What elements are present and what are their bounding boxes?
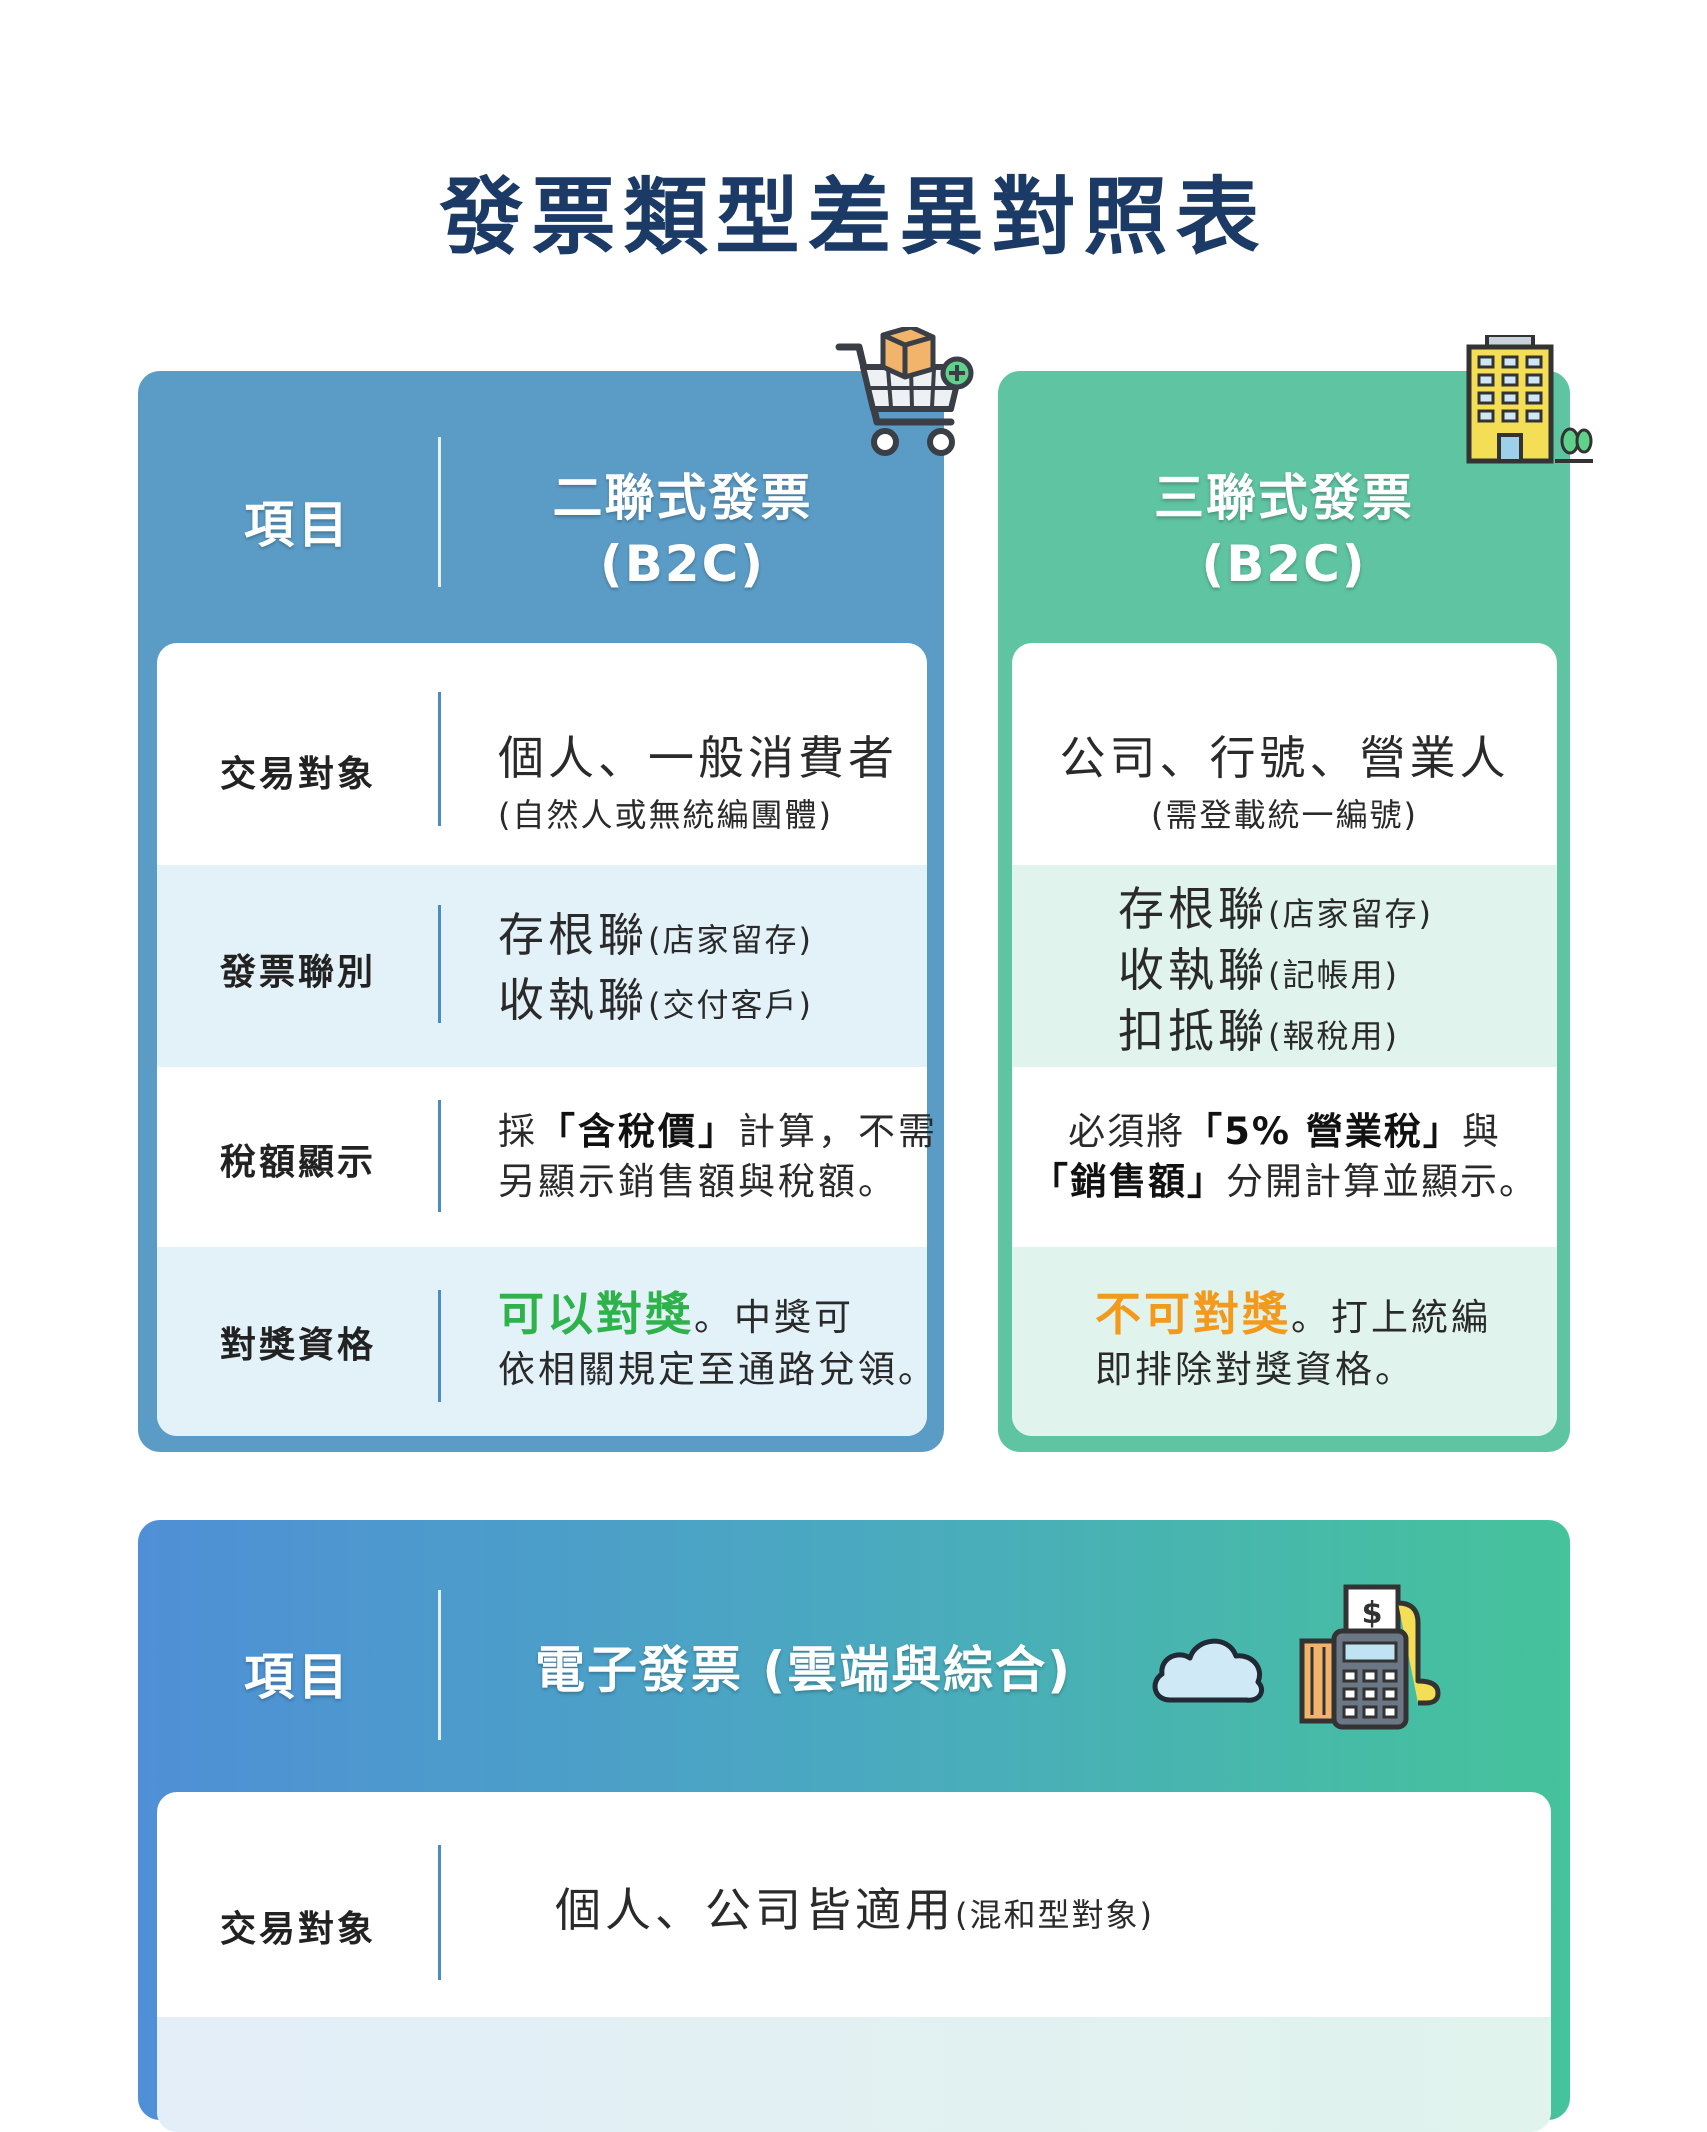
b2b-lottery-after: 。打上統編 <box>1291 1296 1491 1339</box>
pos-terminal-icon: $ <box>1299 1584 1441 1730</box>
b2c-divider-1 <box>438 692 441 826</box>
b2c-title-line1: 二聯式發票 <box>552 469 813 527</box>
b2c-target-sub: (自然人或無統編團體) <box>498 796 833 834</box>
b2b-tax-l1a: 必須將 <box>1068 1110 1186 1153</box>
b2b-copy3-note: (報稅用) <box>1268 1017 1399 1055</box>
b2c-label-copies: 發票聯別 <box>220 952 377 993</box>
b2c-copy1-note: (店家留存) <box>648 921 813 959</box>
b2b-copy1-main: 存根聯 <box>1118 882 1268 936</box>
b2c-row-lottery <box>157 1247 927 1436</box>
b2c-copies-cell: 存根聯(店家留存) 收執聯(交付客戶) <box>498 908 813 1038</box>
einvoice-row-next <box>157 2017 1551 2132</box>
b2c-target-main: 個人、一般消費者 <box>498 731 898 785</box>
b2b-title-line2: (B2C) <box>1201 535 1367 593</box>
b2c-tax-cell: 採「含稅價」計算，不需 另顯示銷售額與稅額。 <box>498 1107 938 1207</box>
b2b-tax-l1c: 與 <box>1461 1110 1501 1153</box>
b2c-divider-2 <box>438 905 441 1023</box>
b2b-copy1-note: (店家留存) <box>1268 895 1433 933</box>
b2c-title-line2: (B2C) <box>599 535 766 593</box>
b2c-row-copies <box>157 865 927 1067</box>
b2b-target-cell: 公司、行號、營業人 (需登載統一編號) <box>1012 722 1557 836</box>
b2c-label-tax: 稅額顯示 <box>220 1142 377 1183</box>
cloud-icon <box>1152 1638 1264 1703</box>
b2c-header-divider <box>438 437 441 587</box>
b2c-divider-4 <box>438 1290 441 1402</box>
einvoice-target-main: 個人、公司皆適用 <box>555 1883 955 1937</box>
b2c-panel <box>157 643 927 1436</box>
b2b-row-copies <box>1012 865 1557 1067</box>
b2c-lottery-highlight: 可以對獎 <box>498 1287 694 1341</box>
b2c-target-cell: 個人、一般消費者 (自然人或無統編團體) <box>498 722 898 836</box>
b2b-copy2-note: (記帳用) <box>1268 956 1399 994</box>
b2b-tax-l1b: 「5% 營業稅」 <box>1185 1110 1462 1153</box>
b2c-lottery-line2: 依相關規定至通路兌領。 <box>498 1348 938 1391</box>
einvoice-target-note: (混和型對象) <box>955 1896 1154 1934</box>
b2b-tax-l2a: 「銷售額」 <box>1031 1160 1226 1203</box>
b2c-header-title: 二聯式發票 (B2C) <box>440 465 925 597</box>
b2c-copy1-main: 存根聯 <box>498 908 648 962</box>
b2b-copies-cell: 存根聯(店家留存) 收執聯(記帳用) 扣抵聯(報稅用) <box>1118 884 1433 1067</box>
b2b-panel <box>1012 643 1557 1436</box>
b2b-row-lottery <box>1012 1247 1557 1436</box>
shopping-cart-icon <box>835 327 974 456</box>
einvoice-label-target: 交易對象 <box>220 1909 377 1950</box>
b2c-tax-line2: 另顯示銷售額與稅額。 <box>498 1160 898 1203</box>
b2c-lottery-cell: 可以對獎。中獎可 依相關規定至通路兌領。 <box>498 1288 938 1396</box>
einvoice-header-item: 項目 <box>244 1648 352 1706</box>
svg-text:$: $ <box>1362 1596 1383 1631</box>
einvoice-header-divider <box>438 1590 441 1740</box>
b2c-tax-l1b: 「含稅價」 <box>538 1110 738 1153</box>
b2b-target-main: 公司、行號、營業人 <box>1059 731 1510 785</box>
b2b-lottery-cell: 不可對獎。打上統編 即排除對獎資格。 <box>1095 1288 1491 1396</box>
b2c-copy2-note: (交付客戶) <box>648 986 813 1024</box>
building-icon <box>1466 335 1593 464</box>
b2c-tax-l1c: 計算，不需 <box>738 1110 938 1153</box>
einvoice-header-title: 電子發票 (雲端與綜合) <box>535 1641 1073 1699</box>
b2b-target-sub: (需登載統一編號) <box>1151 796 1418 834</box>
b2b-copy3-main: 扣抵聯 <box>1118 1004 1268 1058</box>
b2c-copy2-main: 收執聯 <box>498 973 648 1027</box>
b2b-copy2-main: 收執聯 <box>1118 943 1268 997</box>
b2b-tax-l2b: 分開計算並顯示。 <box>1226 1160 1538 1203</box>
b2b-header-title: 三聯式發票 (B2C) <box>998 465 1570 597</box>
b2c-tax-l1a: 採 <box>498 1110 538 1153</box>
b2b-tax-cell: 必須將「5% 營業稅」與 「銷售額」分開計算並顯示。 <box>1012 1107 1557 1207</box>
b2c-label-target: 交易對象 <box>220 754 377 795</box>
b2c-lottery-after: 。中獎可 <box>694 1296 854 1339</box>
einvoice-target-cell: 個人、公司皆適用(混和型對象) <box>555 1874 1154 1940</box>
einvoice-divider-1 <box>438 1845 441 1980</box>
b2c-header-item: 項目 <box>244 496 352 554</box>
b2c-label-lottery: 對獎資格 <box>220 1325 377 1366</box>
b2b-lottery-highlight: 不可對獎 <box>1095 1287 1291 1341</box>
page-title: 發票類型差異對照表 <box>439 168 1268 266</box>
b2b-title-line1: 三聯式發票 <box>1154 469 1414 527</box>
einvoice-panel <box>157 1792 1551 2132</box>
b2b-lottery-line2: 即排除對獎資格。 <box>1095 1348 1415 1391</box>
b2c-divider-3 <box>438 1100 441 1212</box>
